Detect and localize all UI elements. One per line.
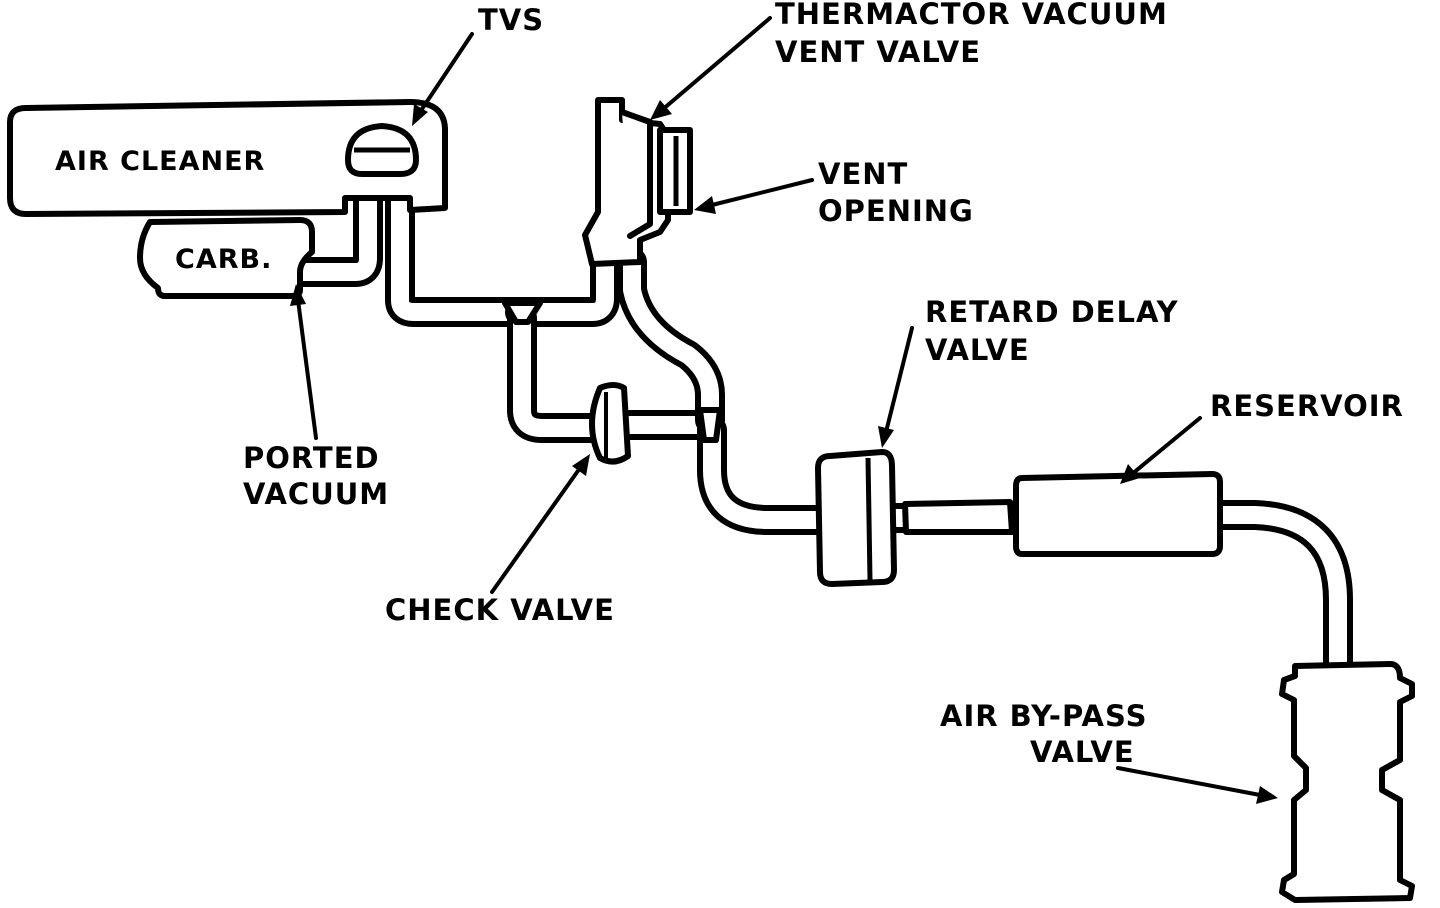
retard-delay-label-line1: RETARD DELAY [925,295,1179,329]
vent-opening-label-line1: VENT [818,157,908,191]
ported-vacuum-label-line2: VACUUM [243,477,389,511]
reservoir-label: RESERVOIR [1210,389,1404,423]
air-cleaner-label: AIR CLEANER [55,146,265,177]
tee-fitting [502,300,543,325]
retard-delay-valve [815,449,897,587]
tvs-label: TVS [478,3,544,37]
vacuum-hoses [285,160,1353,680]
reservoir [1013,471,1223,557]
air-bypass-label-line2: VALVE [1030,735,1135,769]
retard-delay-label-line2: VALVE [925,333,1030,367]
thermactor-vacuum-vent-valve [582,97,693,267]
air-bypass-valve [1279,661,1415,903]
hose-tee-to-check-valve [507,303,605,443]
carburetor [137,217,315,299]
tee-fitting-2 [697,407,723,443]
air-cleaner [7,99,448,217]
ported-vacuum-label-line1: PORTED [243,441,380,475]
leader-arrows [290,16,1278,804]
thermactor-label-line1: THERMACTOR VACUUM [775,0,1168,31]
check-valve [589,382,631,465]
check-valve-label: CHECK VALVE [385,593,615,627]
air-bypass-label-line1: AIR BY-PASS [940,699,1147,733]
carburetor-label: CARB. [175,244,272,275]
vent-opening-label-line2: OPENING [818,194,974,228]
thermactor-label-line2: VENT VALVE [775,35,981,69]
retard-valve-nipple [902,499,1015,535]
